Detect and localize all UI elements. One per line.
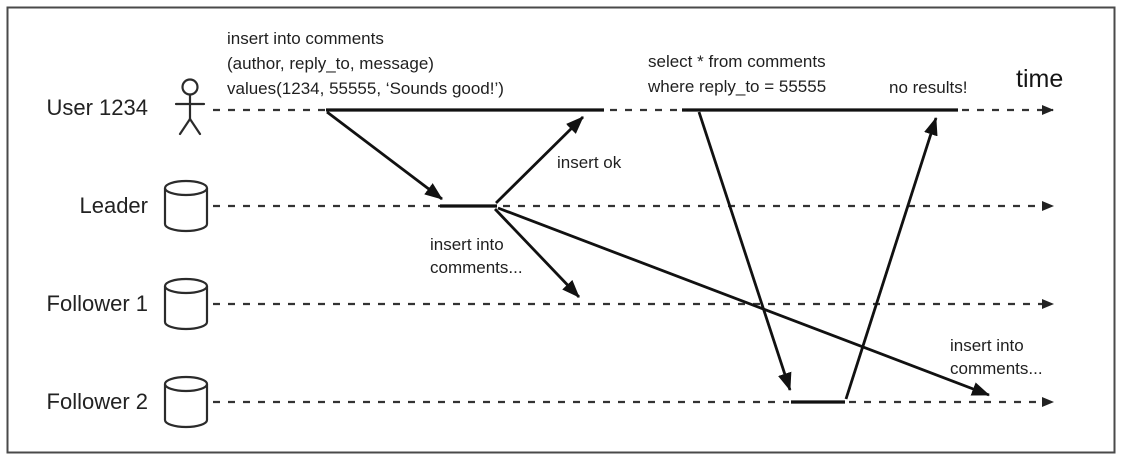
arrow-replicate-to-follower1	[493, 208, 581, 298]
follower1-database-icon	[163, 277, 209, 331]
lane-label-user: User 1234	[46, 95, 148, 120]
leader-database-icon	[163, 179, 209, 233]
insert-query-annotation: insert into comments (author, reply_to, …	[227, 26, 504, 101]
arrow-insert-to-leader	[326, 110, 443, 201]
lane-label-leader: Leader	[79, 193, 148, 218]
lane-label-follower1: Follower 1	[46, 291, 148, 316]
arrow-insert-ok-to-user	[495, 116, 584, 204]
replicate-follower1-line1: insert into	[430, 235, 504, 254]
time-axis-label: time	[1016, 65, 1064, 93]
replicate-follower1-annotation: insert into comments...	[430, 233, 523, 279]
arrow-replicate-to-follower2	[497, 206, 990, 397]
select-query-line2: where reply_to = 55555	[648, 77, 827, 96]
select-query-annotation: select * from comments where reply_to = …	[648, 49, 826, 99]
insert-query-line3: values(1234, 55555, ‘Sounds good!’)	[227, 79, 504, 98]
arrow-select-to-follower2	[697, 111, 792, 391]
replicate-follower2-annotation: insert into comments...	[950, 334, 1043, 380]
insert-query-line2: (author, reply_to, message)	[227, 54, 434, 73]
frame-border	[6, 6, 1116, 454]
replicate-follower2-line2: comments...	[950, 359, 1043, 378]
replicate-follower2-line1: insert into	[950, 336, 1024, 355]
replicate-follower1-line2: comments...	[430, 258, 523, 277]
follower2-database-icon	[163, 375, 209, 429]
no-results-annotation: no results!	[889, 78, 968, 97]
person-icon	[174, 78, 206, 136]
arrow-no-results-to-user	[844, 117, 938, 400]
insert-query-line1: insert into comments	[227, 29, 384, 48]
insert-ok-annotation: insert ok	[557, 153, 622, 172]
lane-label-follower2: Follower 2	[46, 389, 148, 414]
select-query-line1: select * from comments	[648, 52, 826, 71]
